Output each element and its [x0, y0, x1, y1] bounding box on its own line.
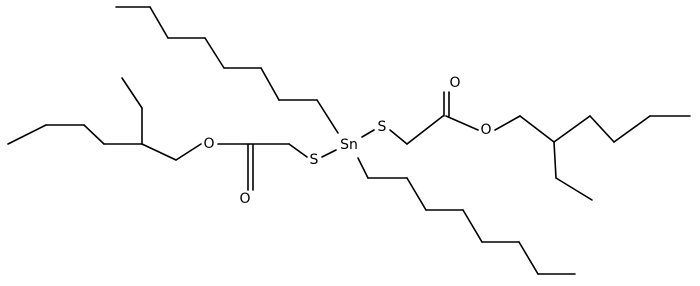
bond-ethyl2-left — [121, 77, 143, 109]
upper-octyl-chain — [115, 6, 339, 134]
bond-lower-octyl-4 — [462, 209, 483, 243]
atom-label-s-left: S — [310, 152, 319, 168]
bond-upper-octyl-6 — [260, 67, 280, 101]
bond-butyl2-left — [83, 124, 105, 145]
atom-label-o-carbonyl-right: O — [449, 75, 460, 91]
bond-ester-o-ch2-left — [175, 143, 202, 161]
bond-ch-butyl1-right — [553, 115, 591, 143]
bond-lower-octyl-2 — [406, 177, 427, 211]
bond-sn-to-lower-octyl — [357, 157, 369, 179]
right-thioglycolate-ligand — [361, 91, 691, 201]
bond-ch-ethyl1-right — [553, 141, 557, 179]
atom-label-sn: Sn — [340, 137, 358, 153]
atom-labels: Sn S S O O O O — [203, 75, 491, 207]
bond-ethyl2-right — [555, 177, 593, 201]
bond-ch2-ch-left — [141, 143, 177, 161]
bond-butyl3-right — [613, 115, 651, 143]
bond-ch2-ch-right — [519, 115, 555, 143]
bond-sn-s-right — [361, 129, 375, 138]
bond-upper-octyl-4 — [204, 37, 225, 69]
left-thioglycolate-ligand — [7, 77, 337, 191]
bond-carbonyl-ester-o-right — [445, 115, 479, 131]
bond-sn-s-left — [321, 149, 337, 158]
bond-s-ch2-right — [389, 129, 408, 145]
bond-upper-octyl-to-sn — [316, 99, 339, 134]
bond-ch2-carbonyl-right — [406, 115, 444, 145]
bond-ester-o-ch2-right — [494, 115, 521, 131]
bond-butyl2-right — [589, 115, 615, 143]
atom-label-o-ester-right: O — [480, 122, 491, 138]
atom-label-o-ester-left: O — [203, 136, 214, 152]
bond-butyl4-left — [7, 124, 47, 145]
bond-upper-octyl-2 — [149, 6, 169, 39]
bond-lower-octyl-6 — [518, 241, 539, 275]
lower-octyl-chain — [357, 157, 576, 275]
bond-s-ch2-left — [288, 143, 308, 158]
atom-label-o-carbonyl-left: O — [239, 191, 250, 207]
atom-label-s-right: S — [378, 119, 387, 135]
